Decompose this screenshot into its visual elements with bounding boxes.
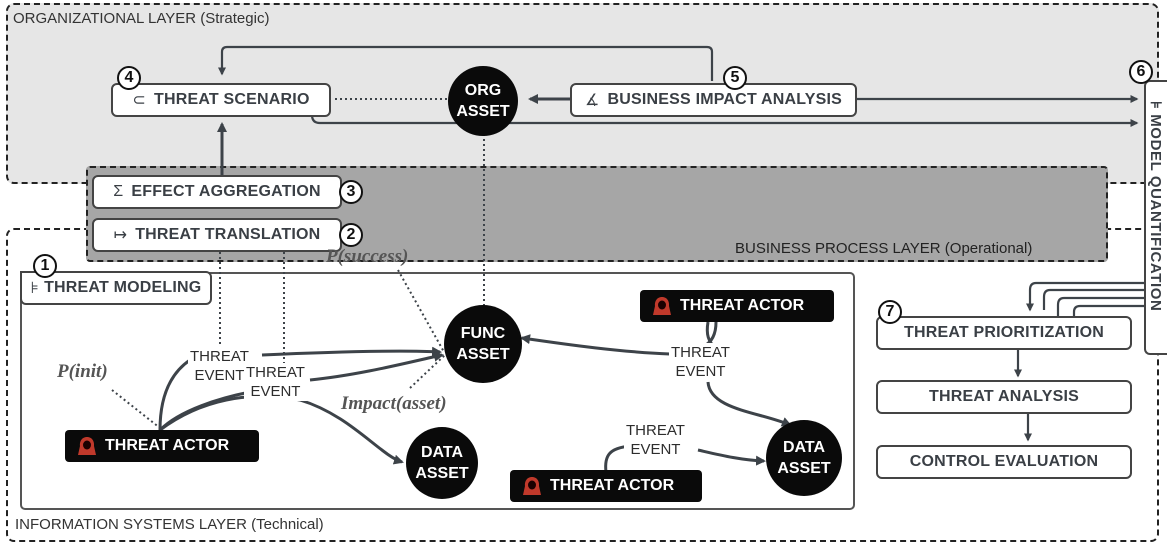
step-number-6: 6 (1129, 60, 1153, 84)
threat-modeling-label: THREAT MODELING (44, 279, 202, 296)
step-number-7: 7 (878, 300, 902, 324)
threat-scenario-box[interactable]: ⊂ THREAT SCENARIO (111, 83, 331, 117)
threat-actor-right[interactable]: THREAT ACTOR (640, 290, 834, 322)
data-asset-node-left[interactable]: DATA ASSET (406, 427, 478, 499)
threat-actor-left[interactable]: THREAT ACTOR (65, 430, 259, 462)
bp-layer-title: BUSINESS PROCESS LAYER (Operational) (735, 240, 1033, 257)
func-asset-node[interactable]: FUNC ASSET (444, 305, 522, 383)
effect-aggregation-box[interactable]: Σ EFFECT AGGREGATION (92, 175, 342, 209)
business-impact-label: BUSINESS IMPACT ANALYSIS (607, 91, 842, 108)
is-layer-title: INFORMATION SYSTEMS LAYER (Technical) (15, 516, 324, 533)
business-impact-analysis-box[interactable]: ∡ BUSINESS IMPACT ANALYSIS (570, 83, 857, 117)
control-evaluation-box[interactable]: CONTROL EVALUATION (876, 445, 1132, 479)
org-asset-node[interactable]: ORG ASSET (448, 66, 518, 136)
sigma-icon: Σ (113, 183, 124, 200)
p-success-label: P(success) (326, 246, 409, 267)
angle-icon: ∡ (584, 92, 600, 109)
threat-scenario-label: THREAT SCENARIO (154, 91, 310, 108)
mapsto-icon: ↦ (113, 227, 128, 244)
impact-asset-label: Impact(asset) (341, 393, 447, 414)
step-number-3: 3 (339, 180, 363, 204)
hooded-hacker-icon (78, 437, 96, 455)
threat-actor-bottom[interactable]: THREAT ACTOR (510, 470, 702, 502)
hooded-hacker-icon (523, 477, 541, 495)
subset-icon: ⊂ (132, 92, 146, 109)
threat-translation-label: THREAT TRANSLATION (135, 226, 321, 243)
hooded-hacker-icon (653, 297, 671, 315)
org-asset-line2: ASSET (456, 103, 510, 120)
step-number-2: 2 (339, 223, 363, 247)
step-number-4: 4 (117, 66, 141, 90)
model-quantification-box[interactable] (1144, 80, 1167, 355)
threat-prioritization-box[interactable]: THREAT PRIORITIZATION (876, 316, 1132, 350)
p-init-label: P(init) (57, 361, 108, 382)
data-asset-node-right[interactable]: DATA ASSET (766, 420, 842, 496)
org-layer-title: ORGANIZATIONAL LAYER (Strategic) (13, 10, 270, 27)
models-icon: ⊧ (30, 280, 40, 297)
models-icon: ⊧ (1147, 101, 1164, 110)
threat-analysis-box[interactable]: THREAT ANALYSIS (876, 380, 1132, 414)
step-number-5: 5 (723, 66, 747, 90)
model-quantification-label: ⊧ MODEL QUANTIFICATION (1147, 101, 1164, 312)
org-asset-line1: ORG (464, 82, 502, 99)
threat-translation-box[interactable]: ↦ THREAT TRANSLATION (92, 218, 342, 252)
effect-aggregation-label: EFFECT AGGREGATION (131, 183, 321, 200)
threat-modeling-box[interactable]: ⊧ THREAT MODELING (20, 271, 212, 305)
step-number-1: 1 (33, 254, 57, 278)
